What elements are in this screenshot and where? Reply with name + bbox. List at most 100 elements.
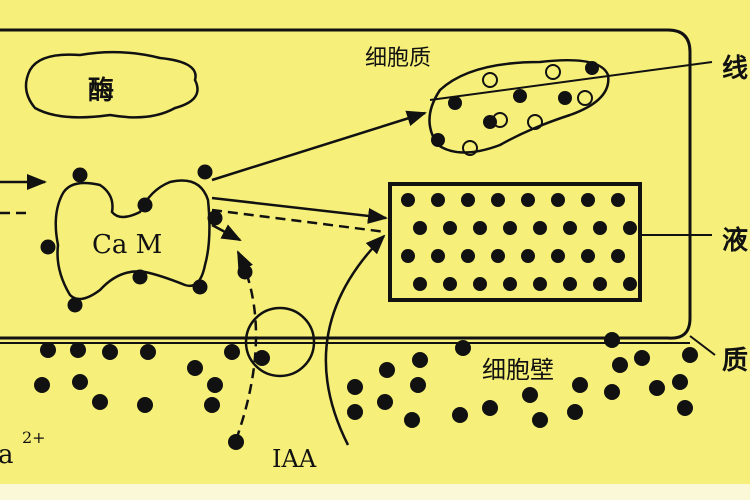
mitochondrion-granule [558, 91, 572, 105]
mitochondrion-leader [429, 61, 713, 101]
calcium-dot [204, 397, 220, 413]
calcium-dot [551, 249, 565, 263]
vacuole-shape [388, 182, 642, 302]
calcium-dot [67, 297, 83, 313]
calcium-dot [491, 249, 505, 263]
calcium-dot [491, 193, 505, 207]
calcium-dot [413, 221, 427, 235]
mitochondrion-granule [483, 115, 497, 129]
calcium-dot [551, 193, 565, 207]
calcium-dot [581, 193, 595, 207]
calcium-dot [192, 279, 208, 295]
calcium-dot [604, 332, 620, 348]
calcium-dot [572, 377, 588, 393]
calcium-dot [137, 197, 153, 213]
calcium-dot [132, 269, 148, 285]
calcium-dot [503, 221, 517, 235]
calcium-dot [473, 277, 487, 291]
bottom-strip [0, 484, 750, 500]
calmodulin-label: Ca M [92, 230, 163, 260]
enzyme-shape [24, 50, 199, 119]
calcium-charge-label: 2+ [22, 428, 46, 447]
calcium-dot [612, 357, 628, 373]
calcium-dot [522, 387, 538, 403]
mitochondrion-granule [577, 90, 593, 106]
mitochondrion-label: 线 [722, 54, 749, 84]
calcium-dot [72, 374, 88, 390]
calcium-dot [611, 249, 625, 263]
calcium-dot [593, 277, 607, 291]
cam-release-arrow [211, 223, 242, 242]
calcium-dot [401, 249, 415, 263]
calcium-dot [672, 374, 688, 390]
calcium-dot [521, 193, 535, 207]
calcium-dot [92, 394, 108, 410]
calcium-dot [473, 221, 487, 235]
calcium-dot [228, 434, 244, 450]
cytoplasm-label: 细胞质 [365, 46, 432, 71]
calcium-dot [604, 384, 620, 400]
membrane-label: 质 [722, 346, 749, 376]
cam-to-vacuole-arrow [211, 196, 388, 224]
calcium-dot [563, 221, 577, 235]
dashed-iaa-calcium-path [234, 250, 258, 441]
calcium-dot [347, 404, 363, 420]
iaa-signal-path [324, 234, 386, 446]
calcium-dot [410, 377, 426, 393]
membrane-leader [689, 335, 716, 356]
vacuole-calcium-dots [401, 193, 637, 291]
calcium-dot [40, 239, 56, 255]
calcium-dot [634, 350, 650, 366]
calcium-dot [567, 404, 583, 420]
calcium-dot [611, 193, 625, 207]
auxin-label: IAA [272, 445, 317, 473]
calcium-dot [649, 380, 665, 396]
calcium-dot [532, 412, 548, 428]
calcium-dot [593, 221, 607, 235]
calcium-dot [482, 400, 498, 416]
calcium-dot [533, 221, 547, 235]
calcium-ion-label: a [0, 440, 14, 470]
calcium-dot [623, 277, 637, 291]
calcium-dot [40, 342, 56, 358]
calcium-dot [533, 277, 547, 291]
calcium-dot [443, 221, 457, 235]
calcium-dot [72, 167, 88, 183]
channel-circle [244, 306, 316, 378]
calcium-dot [431, 193, 445, 207]
calcium-dot [413, 277, 427, 291]
calcium-dot [379, 362, 395, 378]
calcium-dot [137, 397, 153, 413]
mitochondrion-granule [545, 64, 561, 80]
calcium-dot [682, 347, 698, 363]
dashed-vacuole-arrow [211, 208, 387, 234]
calcium-dot [452, 407, 468, 423]
calmodulin-shape [54, 179, 211, 301]
cam-to-mitochondrion-arrow [211, 110, 427, 182]
calcium-dot [187, 360, 203, 376]
cell-wall-calcium-dots [34, 332, 698, 450]
calcium-dot [401, 193, 415, 207]
calcium-dot [347, 379, 363, 395]
mitochondrion-granule [585, 61, 599, 75]
calcium-dot [207, 210, 223, 226]
plasma-membrane [0, 28, 692, 340]
vacuole-label: 液 [722, 226, 749, 256]
calcium-dot [581, 249, 595, 263]
cell-wall-label: 细胞壁 [482, 356, 554, 384]
calcium-dot [404, 412, 420, 428]
mitochondrion-granule [482, 72, 498, 88]
mitochondrion-granule [448, 96, 462, 110]
mitochondrion-granule [527, 114, 543, 130]
calcium-dot [377, 394, 393, 410]
enzyme-label: 酶 [88, 76, 115, 106]
calcium-dot [140, 344, 156, 360]
calcium-dot [431, 249, 445, 263]
calcium-dot [623, 221, 637, 235]
calmodulin-bound-calcium [40, 164, 253, 313]
calcium-dot [70, 342, 86, 358]
calcium-dot [197, 164, 213, 180]
calcium-dot [677, 400, 693, 416]
